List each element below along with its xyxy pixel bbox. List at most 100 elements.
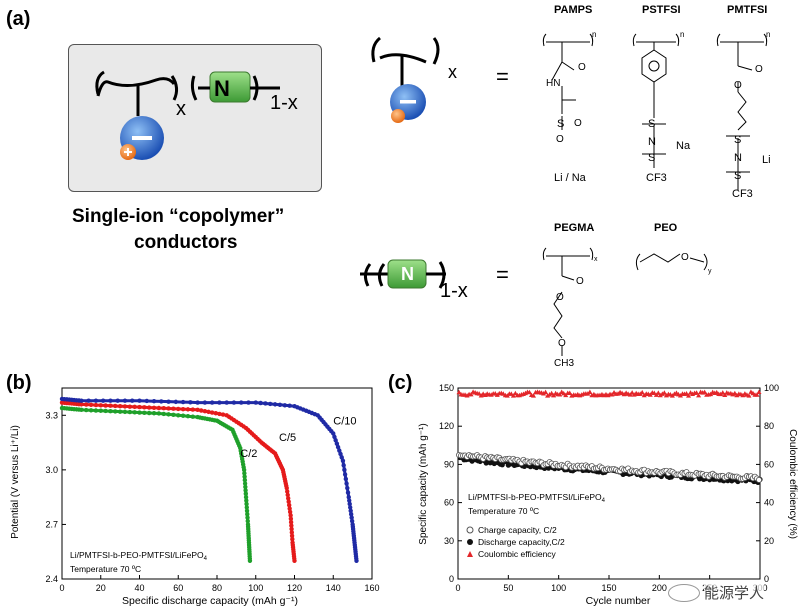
chart-b-data-point — [245, 518, 250, 524]
chart-b-data-point — [243, 484, 248, 490]
chart-b-data-point — [190, 407, 195, 412]
chart-c-y-axis-label-right: Coulombic efficiency (%) — [787, 429, 798, 539]
chart-b-data-point — [354, 558, 359, 564]
chart-c-efficiency-point — [696, 392, 702, 398]
chart-b-data-point — [242, 471, 247, 476]
chart-b-x-tick-label: 160 — [364, 583, 379, 593]
chart-c-efficiency-point — [756, 389, 762, 395]
pegma-ester-o: O — [556, 292, 564, 303]
chart-c-y-tick-label: 90 — [444, 459, 454, 469]
chart-b-y-tick-label: 2.4 — [45, 574, 58, 584]
chart-b-data-point — [345, 490, 351, 495]
chart-b-data-point — [342, 467, 347, 473]
chart-b-data-point — [241, 467, 247, 473]
chart-b-data-point — [176, 406, 181, 412]
chart-b-data-point — [263, 401, 268, 406]
chart-b-data-point — [113, 403, 118, 409]
chart-b-x-tick-label: 20 — [96, 583, 106, 593]
chart-b-series-line — [61, 401, 296, 561]
legend-discharge-label: Discharge capacity,C/2 — [478, 537, 565, 547]
chart-b-data-point — [347, 501, 352, 507]
chart-b-data-point — [349, 515, 354, 520]
chart-c-x-tick-label: 50 — [503, 583, 513, 593]
watermark-logo-icon — [668, 584, 700, 602]
anion-repeat-unit — [371, 36, 440, 123]
chart-b-data-point — [79, 407, 84, 413]
chart-c: 0501001502002503000306090120150020406080… — [418, 383, 798, 607]
chart-c-efficiency-point — [655, 390, 661, 395]
chart-b-data-point — [243, 488, 248, 493]
chart-c-efficiency-point — [657, 392, 663, 398]
chart-b-data-point — [117, 409, 123, 414]
chart-b-x-tick-label: 140 — [326, 583, 341, 593]
chart-b-data-point — [224, 400, 229, 405]
caption-line-1: Single-ion “copolymer” — [72, 206, 285, 227]
chart-c-charge-point — [755, 476, 762, 483]
chart-b-data-point — [282, 403, 288, 408]
panel-label-c: (c) — [388, 372, 413, 394]
chart-b-data-point — [202, 400, 208, 405]
chart-c-y-right-tick-label: 40 — [764, 498, 774, 508]
chart-b-data-point — [343, 476, 349, 482]
chart-b-data-point — [88, 402, 94, 408]
pmtfsi-structure — [716, 33, 768, 190]
pstfsi-n: n — [680, 30, 685, 39]
chart-b-data-point — [180, 399, 186, 405]
peo-structure — [635, 253, 708, 271]
legend-charge-marker — [466, 526, 474, 534]
pegma-ch3: CH3 — [554, 358, 575, 369]
chart-b-data-point — [285, 489, 290, 494]
chart-b-data-point — [156, 405, 162, 411]
copolymer-schematic-box — [68, 44, 322, 192]
chart-b-x-tick-label: 80 — [212, 583, 222, 593]
chart-b-data-point — [217, 400, 222, 405]
chart-c-efficiency-point — [694, 390, 700, 395]
chart-b-data-point — [340, 458, 346, 463]
chart-b-data-point — [122, 409, 128, 415]
chart-b-data-point — [166, 412, 171, 417]
chart-b-data-point — [113, 409, 118, 414]
chart-b-y-tick-label: 3.3 — [45, 410, 58, 420]
chart-b-series-line — [61, 397, 358, 561]
chart-b-data-point — [231, 400, 237, 405]
chart-b-data-point — [292, 558, 297, 564]
pamps-o-minus: O — [556, 134, 564, 145]
chart-b-data-point — [151, 411, 157, 416]
chart-b-data-point — [220, 412, 226, 417]
pamps-n: n — [592, 30, 597, 39]
chart-b-data-point — [159, 399, 164, 404]
chart-b-data-point — [144, 398, 149, 404]
chart-b-data-point — [202, 408, 208, 414]
chart-b-data-point — [289, 530, 295, 535]
chart-b-data-point — [268, 401, 273, 407]
chart-b-data-point — [333, 438, 338, 443]
monomer-name-pamps: PAMPS — [554, 4, 593, 16]
chart-b-data-point — [166, 399, 171, 404]
chart-c-efficiency-point — [464, 392, 470, 398]
pmtfsi-nitrogen: N — [734, 152, 742, 164]
chart-b-data-point — [342, 472, 348, 477]
chart-b-data-point — [190, 414, 195, 419]
chart-b-x-tick-label: 0 — [59, 583, 64, 593]
chart-c-efficiency-point — [510, 393, 516, 398]
chart-b-data-point — [242, 474, 247, 479]
caption-line-2: conductors — [134, 232, 238, 253]
chart-b-data-point — [348, 508, 353, 513]
chart-c-efficiency-point — [526, 389, 532, 395]
chart-b-data-point — [245, 515, 250, 520]
pegma-ether-o: O — [558, 338, 566, 349]
chart-c-y-right-tick-label: 20 — [764, 536, 774, 546]
chart-b-data-point — [108, 403, 113, 408]
chart-c-efficiency-point — [629, 390, 635, 395]
chart-c-y-axis-label: Specific capacity (mAh g⁻¹) — [418, 423, 429, 544]
chart-b-data-point — [137, 398, 142, 403]
chart-b-data-point — [130, 398, 135, 403]
chart-b-data-point — [245, 511, 250, 517]
chart-c-efficiency-point — [468, 391, 474, 397]
chart-c-y-right-tick-label: 0 — [764, 574, 769, 584]
chart-c-efficiency-point — [541, 390, 547, 396]
chart-c-efficiency-point — [482, 392, 488, 398]
chart-c-efficiency-point — [639, 389, 645, 395]
pamps-hn: HN — [546, 78, 561, 89]
